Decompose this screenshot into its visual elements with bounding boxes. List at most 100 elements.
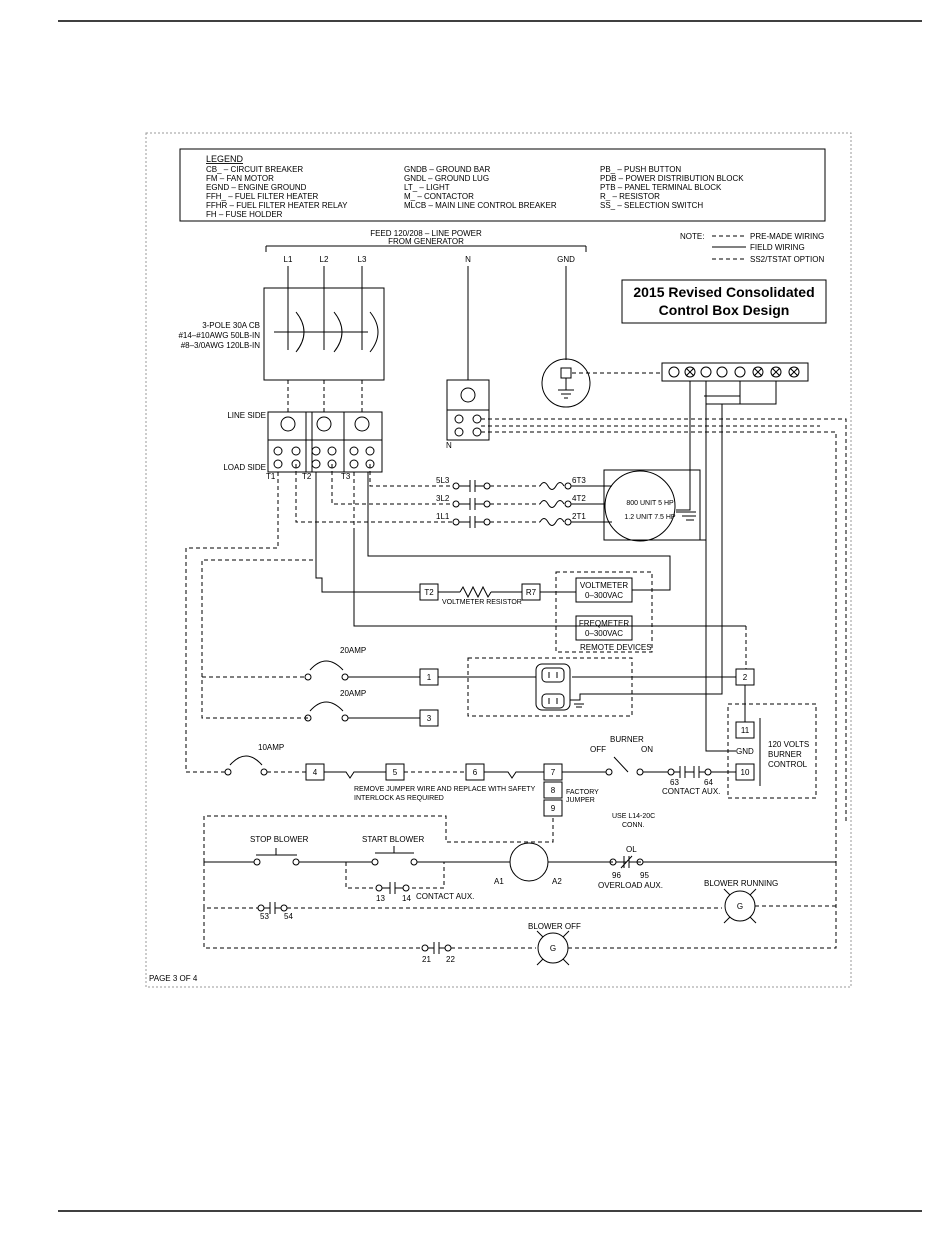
legend-mlcb: MLCB – MAIN LINE CONTROL BREAKER	[404, 201, 557, 210]
page-number: PAGE 3 OF 4	[149, 974, 198, 983]
contactor-5l3: 5L3	[436, 476, 450, 485]
contact-95: 95	[640, 871, 649, 880]
main-circuit-breaker	[263, 266, 385, 412]
neutral-n-label: N	[446, 441, 452, 450]
meter-t2: T2	[424, 588, 434, 597]
line-side-label: LINE SIDE	[227, 411, 266, 420]
term-t1: T1	[266, 472, 276, 481]
line-l1-label: L1	[284, 255, 293, 264]
contact-22: 22	[446, 955, 455, 964]
feed-line1: FEED 120/208 – LINE POWER	[370, 229, 482, 238]
breaker-spec2: #14–#10AWG 50LB-IN	[178, 331, 260, 340]
jumper-note-line2: INTERLOCK AS REQUIRED	[354, 795, 444, 802]
jumper-note-line1: REMOVE JUMPER WIRE AND REPLACE WITH SAFE…	[354, 786, 536, 793]
stamp-line1: 2015 Revised Consolidated	[633, 284, 814, 300]
burner-control: 11 10 GND 120 VOLTS BURNER CONTROL	[705, 540, 817, 799]
line-l3-label: L3	[358, 255, 367, 264]
load-side-label: LOAD SIDE	[223, 463, 266, 472]
conn-line2: CONN.	[622, 822, 645, 829]
drawing-frame	[145, 132, 852, 988]
contactor-6t3: 6T3	[572, 476, 586, 485]
line-gnd-label: GND	[557, 255, 575, 264]
overload-aux-label: OVERLOAD AUX.	[598, 881, 663, 890]
terminal-1: 1	[419, 668, 439, 686]
burner-ctrl-line1: 120 VOLTS	[768, 740, 809, 749]
contact-63: 63	[670, 778, 679, 787]
neutral-block	[446, 266, 490, 441]
breaker-terminal-block	[267, 411, 383, 473]
blower-running-label: BLOWER RUNNING	[704, 879, 778, 888]
contact-53: 53	[260, 912, 269, 921]
legend-gndl: GNDL – GROUND LUG	[404, 174, 489, 183]
voltmeter-resistor-label: VOLTMETER RESISTOR	[442, 599, 522, 606]
feed-line2: FROM GENERATOR	[388, 237, 464, 246]
terminal-9: 9	[543, 799, 563, 817]
contact-96: 96	[612, 871, 621, 880]
terminal-8-label: 8	[551, 786, 556, 795]
feed-label: FEED 120/208 – LINE POWER FROM GENERATOR	[265, 229, 587, 252]
note-label: NOTE:	[680, 232, 704, 241]
breaker-spec1: 3-POLE 30A CB	[202, 321, 260, 330]
voltmeter-label: VOLTMETER	[580, 581, 629, 590]
terminal-4-label: 4	[313, 768, 318, 777]
conn-line1: USE L14-20C	[612, 813, 655, 820]
terminal-10: 10	[735, 763, 755, 781]
legend-pb: PB_ – PUSH BUTTON	[600, 165, 681, 174]
note-premade: PRE-MADE WIRING	[750, 232, 824, 241]
terminal-5: 5	[385, 763, 405, 781]
duplex-receptacle	[467, 404, 723, 717]
contact-64: 64	[704, 778, 713, 787]
terminal-6-label: 6	[473, 768, 478, 777]
legend-lt: LT_ – LIGHT	[404, 183, 450, 192]
contactor-2t1: 2T1	[572, 512, 586, 521]
contact-14: 14	[402, 894, 411, 903]
contactor: 5L3 3L2 1L1 6T3 4T2 2T1	[295, 464, 612, 528]
breaker-20amp-a-label: 20AMP	[340, 646, 366, 655]
remote-devices-label: REMOTE DEVICES	[580, 643, 652, 652]
factory-jumper-line1: FACTORY	[566, 789, 599, 796]
terminal-11-label: 11	[741, 726, 750, 735]
contactor-1l1: 1L1	[436, 512, 450, 521]
coil-a1: A1	[494, 877, 504, 886]
breaker-20amp-b-label: 20AMP	[340, 689, 366, 698]
terminal-2: 2	[735, 668, 755, 686]
meter-section: T2 VOLTMETER RESISTOR R7 VOLTMETER 0–300…	[419, 571, 653, 653]
legend-fh: FH – FUSE HOLDER	[206, 210, 283, 219]
terminal-4: 4	[305, 763, 325, 781]
legend-gndb: GNDB – GROUND BAR	[404, 165, 490, 174]
terminal-11: 11	[735, 721, 755, 739]
terminal-6: 6	[465, 763, 485, 781]
legend-col2: GNDB – GROUND BAR GNDL – GROUND LUG LT_ …	[404, 165, 557, 210]
term-t3: T3	[341, 472, 351, 481]
blower-contact-aux: CONTACT AUX.	[416, 892, 474, 901]
stop-blower-label: STOP BLOWER	[250, 835, 309, 844]
burner-switch: BURNER OFF ON 63 64 CONTACT AUX.	[562, 735, 736, 796]
legend-ffh: FFH_ – FUEL FILTER HEATER	[206, 192, 319, 201]
freqmeter-label: FREQMETER	[579, 619, 629, 628]
burner-ctrl-line2: BURNER	[768, 750, 802, 759]
note-option: SS2/TSTAT OPTION	[750, 255, 824, 264]
terminal-7: 7	[543, 763, 563, 781]
burner-contact-aux: CONTACT AUX.	[662, 787, 720, 796]
legend-ss: SS_ – SELECTION SWITCH	[600, 201, 703, 210]
burner-off-label: OFF	[590, 745, 606, 754]
terminal-5-label: 5	[393, 768, 398, 777]
revision-stamp: 2015 Revised Consolidated Control Box De…	[621, 279, 827, 324]
blower-running-g: G	[737, 902, 743, 911]
breaker-20a-a: 20AMP	[304, 646, 420, 681]
burner-gnd-label: GND	[736, 747, 754, 756]
legend-col3: PB_ – PUSH BUTTON PDB – POWER DISTRIBUTI…	[600, 165, 744, 210]
breaker-20a-b: 20AMP	[304, 689, 420, 722]
voltmeter-range: 0–300VAC	[585, 591, 623, 600]
line-l2-label: L2	[320, 255, 329, 264]
breaker-10amp-label: 10AMP	[258, 743, 284, 752]
blower-circuit: STOP BLOWER START BLOWER 13 14 CONTACT A…	[203, 815, 837, 966]
wiring-note: NOTE: PRE-MADE WIRING FIELD WIRING SS2/T…	[680, 232, 824, 264]
ground-lug	[541, 266, 662, 408]
line-n-label: N	[465, 255, 471, 264]
burner-on-label: ON	[641, 745, 653, 754]
terminal-2-label: 2	[743, 673, 748, 682]
stamp-line2: Control Box Design	[659, 302, 790, 318]
legend: LEGEND CB_ – CIRCUIT BREAKER FM – FAN MO…	[179, 148, 826, 222]
